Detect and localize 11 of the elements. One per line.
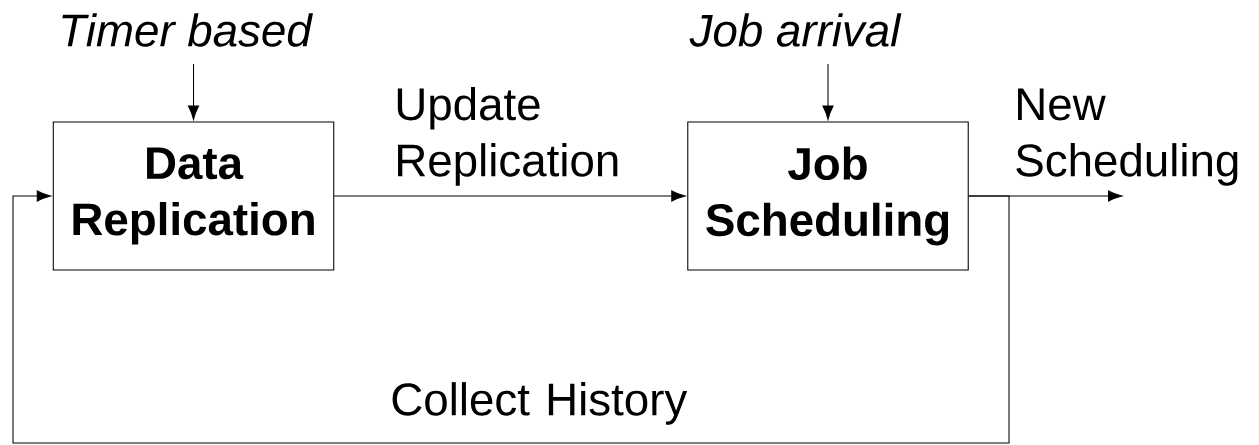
arrow [187,63,200,120]
process-box: Job Scheduling [687,121,969,271]
edge-label: Collect History [388,380,693,427]
trigger-label: Job arrival [689,13,902,47]
edge-label: New Scheduling [1012,86,1259,188]
arrow [12,190,1010,444]
arrow [822,63,834,120]
process-box: Data Replication [52,121,335,271]
edge-label: Update Replication [392,85,642,188]
arrow [333,190,686,202]
trigger-label: Timer based [62,13,313,47]
